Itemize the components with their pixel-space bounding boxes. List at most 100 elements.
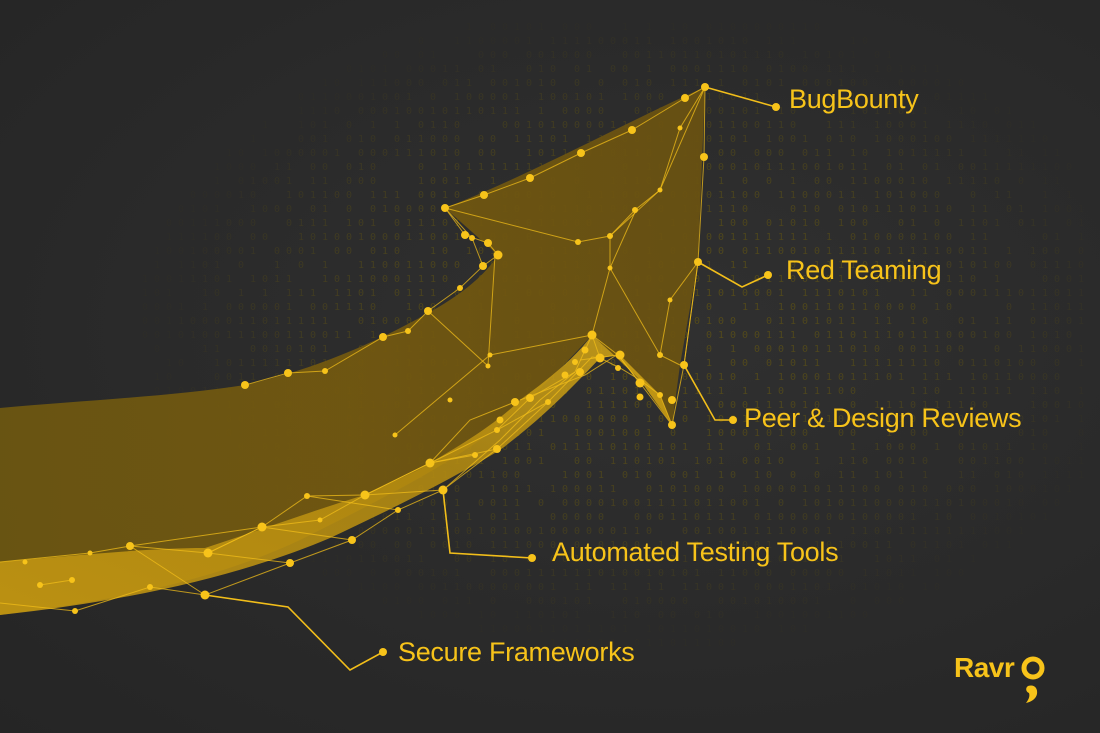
svg-text:0: 0 (634, 372, 640, 383)
svg-text:1: 1 (742, 484, 748, 495)
svg-text:0: 0 (802, 64, 808, 75)
svg-text:0: 0 (814, 162, 820, 173)
svg-text:1: 1 (850, 526, 856, 537)
svg-text:0: 0 (310, 134, 316, 145)
svg-text:1: 1 (934, 400, 940, 411)
svg-text:0: 0 (382, 260, 388, 271)
svg-text:0: 0 (766, 344, 772, 355)
svg-text:1: 1 (706, 428, 712, 439)
svg-text:1: 1 (1042, 470, 1048, 481)
svg-text:1: 1 (994, 316, 1000, 327)
svg-text:1: 1 (910, 484, 916, 495)
svg-text:0: 0 (730, 358, 736, 369)
svg-text:0: 0 (706, 372, 712, 383)
svg-text:0: 0 (562, 92, 568, 103)
svg-text:1: 1 (826, 246, 832, 257)
svg-text:0: 0 (1066, 344, 1072, 355)
svg-text:1: 1 (526, 568, 532, 579)
svg-text:0: 0 (442, 274, 448, 285)
svg-text:1: 1 (826, 582, 832, 593)
svg-text:0: 0 (742, 246, 748, 257)
svg-text:1: 1 (874, 204, 880, 215)
svg-text:1: 1 (214, 176, 220, 187)
svg-text:0: 0 (250, 344, 256, 355)
svg-text:0: 0 (730, 218, 736, 229)
svg-text:0: 0 (838, 50, 844, 61)
svg-text:0: 0 (730, 470, 736, 481)
svg-text:1: 1 (358, 232, 364, 243)
svg-text:1: 1 (754, 414, 760, 425)
svg-text:1: 1 (214, 260, 220, 271)
svg-text:1: 1 (910, 288, 916, 299)
svg-text:0: 0 (922, 316, 928, 327)
svg-text:1: 1 (418, 232, 424, 243)
svg-text:0: 0 (1018, 414, 1024, 425)
svg-text:1: 1 (706, 442, 712, 453)
svg-text:0: 0 (910, 428, 916, 439)
svg-text:1: 1 (970, 386, 976, 397)
svg-text:1: 1 (310, 218, 316, 229)
svg-text:0: 0 (1054, 400, 1060, 411)
svg-text:0: 0 (802, 512, 808, 523)
svg-text:1: 1 (1006, 386, 1012, 397)
svg-text:0: 0 (730, 22, 736, 33)
svg-text:1: 1 (430, 568, 436, 579)
svg-text:0: 0 (334, 92, 340, 103)
svg-text:1: 1 (718, 204, 724, 215)
svg-text:1: 1 (910, 512, 916, 523)
svg-text:1: 1 (886, 92, 892, 103)
svg-text:0: 0 (250, 218, 256, 229)
svg-text:0: 0 (202, 330, 208, 341)
svg-text:0: 0 (238, 176, 244, 187)
svg-text:1: 1 (994, 218, 1000, 229)
svg-text:0: 0 (142, 330, 148, 341)
svg-text:0: 0 (706, 330, 712, 341)
svg-text:1: 1 (598, 470, 604, 481)
svg-text:0: 0 (1054, 316, 1060, 327)
svg-text:1: 1 (538, 568, 544, 579)
svg-text:1: 1 (838, 218, 844, 229)
svg-text:1: 1 (658, 582, 664, 593)
svg-text:1: 1 (466, 596, 472, 607)
svg-text:0: 0 (1042, 414, 1048, 425)
svg-text:0: 0 (778, 512, 784, 523)
svg-text:0: 0 (622, 470, 628, 481)
svg-text:1: 1 (262, 120, 268, 131)
svg-text:0: 0 (622, 540, 628, 551)
svg-text:1: 1 (718, 330, 724, 341)
svg-text:1: 1 (346, 288, 352, 299)
svg-text:1: 1 (1078, 386, 1084, 397)
svg-text:1: 1 (982, 176, 988, 187)
svg-text:0: 0 (646, 484, 652, 495)
svg-text:1: 1 (778, 120, 784, 131)
svg-text:0: 0 (706, 190, 712, 201)
svg-text:1: 1 (646, 568, 652, 579)
svg-text:0: 0 (694, 484, 700, 495)
svg-text:1: 1 (910, 106, 916, 117)
svg-text:0: 0 (418, 498, 424, 509)
svg-text:0: 0 (718, 162, 724, 173)
svg-text:0: 0 (514, 470, 520, 481)
svg-text:1: 1 (850, 302, 856, 313)
svg-text:0: 0 (346, 554, 352, 565)
svg-text:1: 1 (502, 540, 508, 551)
svg-text:1: 1 (298, 316, 304, 327)
svg-text:1: 1 (982, 92, 988, 103)
svg-text:0: 0 (274, 148, 280, 159)
svg-text:1: 1 (454, 92, 460, 103)
svg-text:1: 1 (454, 498, 460, 509)
svg-text:1: 1 (718, 50, 724, 61)
svg-text:0: 0 (958, 428, 964, 439)
svg-text:0: 0 (934, 232, 940, 243)
svg-text:0: 0 (466, 582, 472, 593)
svg-text:0: 0 (430, 64, 436, 75)
svg-text:0: 0 (766, 148, 772, 159)
svg-text:0: 0 (778, 148, 784, 159)
svg-text:0: 0 (1054, 302, 1060, 313)
svg-text:0: 0 (622, 568, 628, 579)
svg-text:1: 1 (646, 36, 652, 47)
svg-text:1: 1 (1078, 344, 1084, 355)
svg-text:1: 1 (778, 232, 784, 243)
svg-text:0: 0 (418, 106, 424, 117)
svg-text:1: 1 (922, 148, 928, 159)
